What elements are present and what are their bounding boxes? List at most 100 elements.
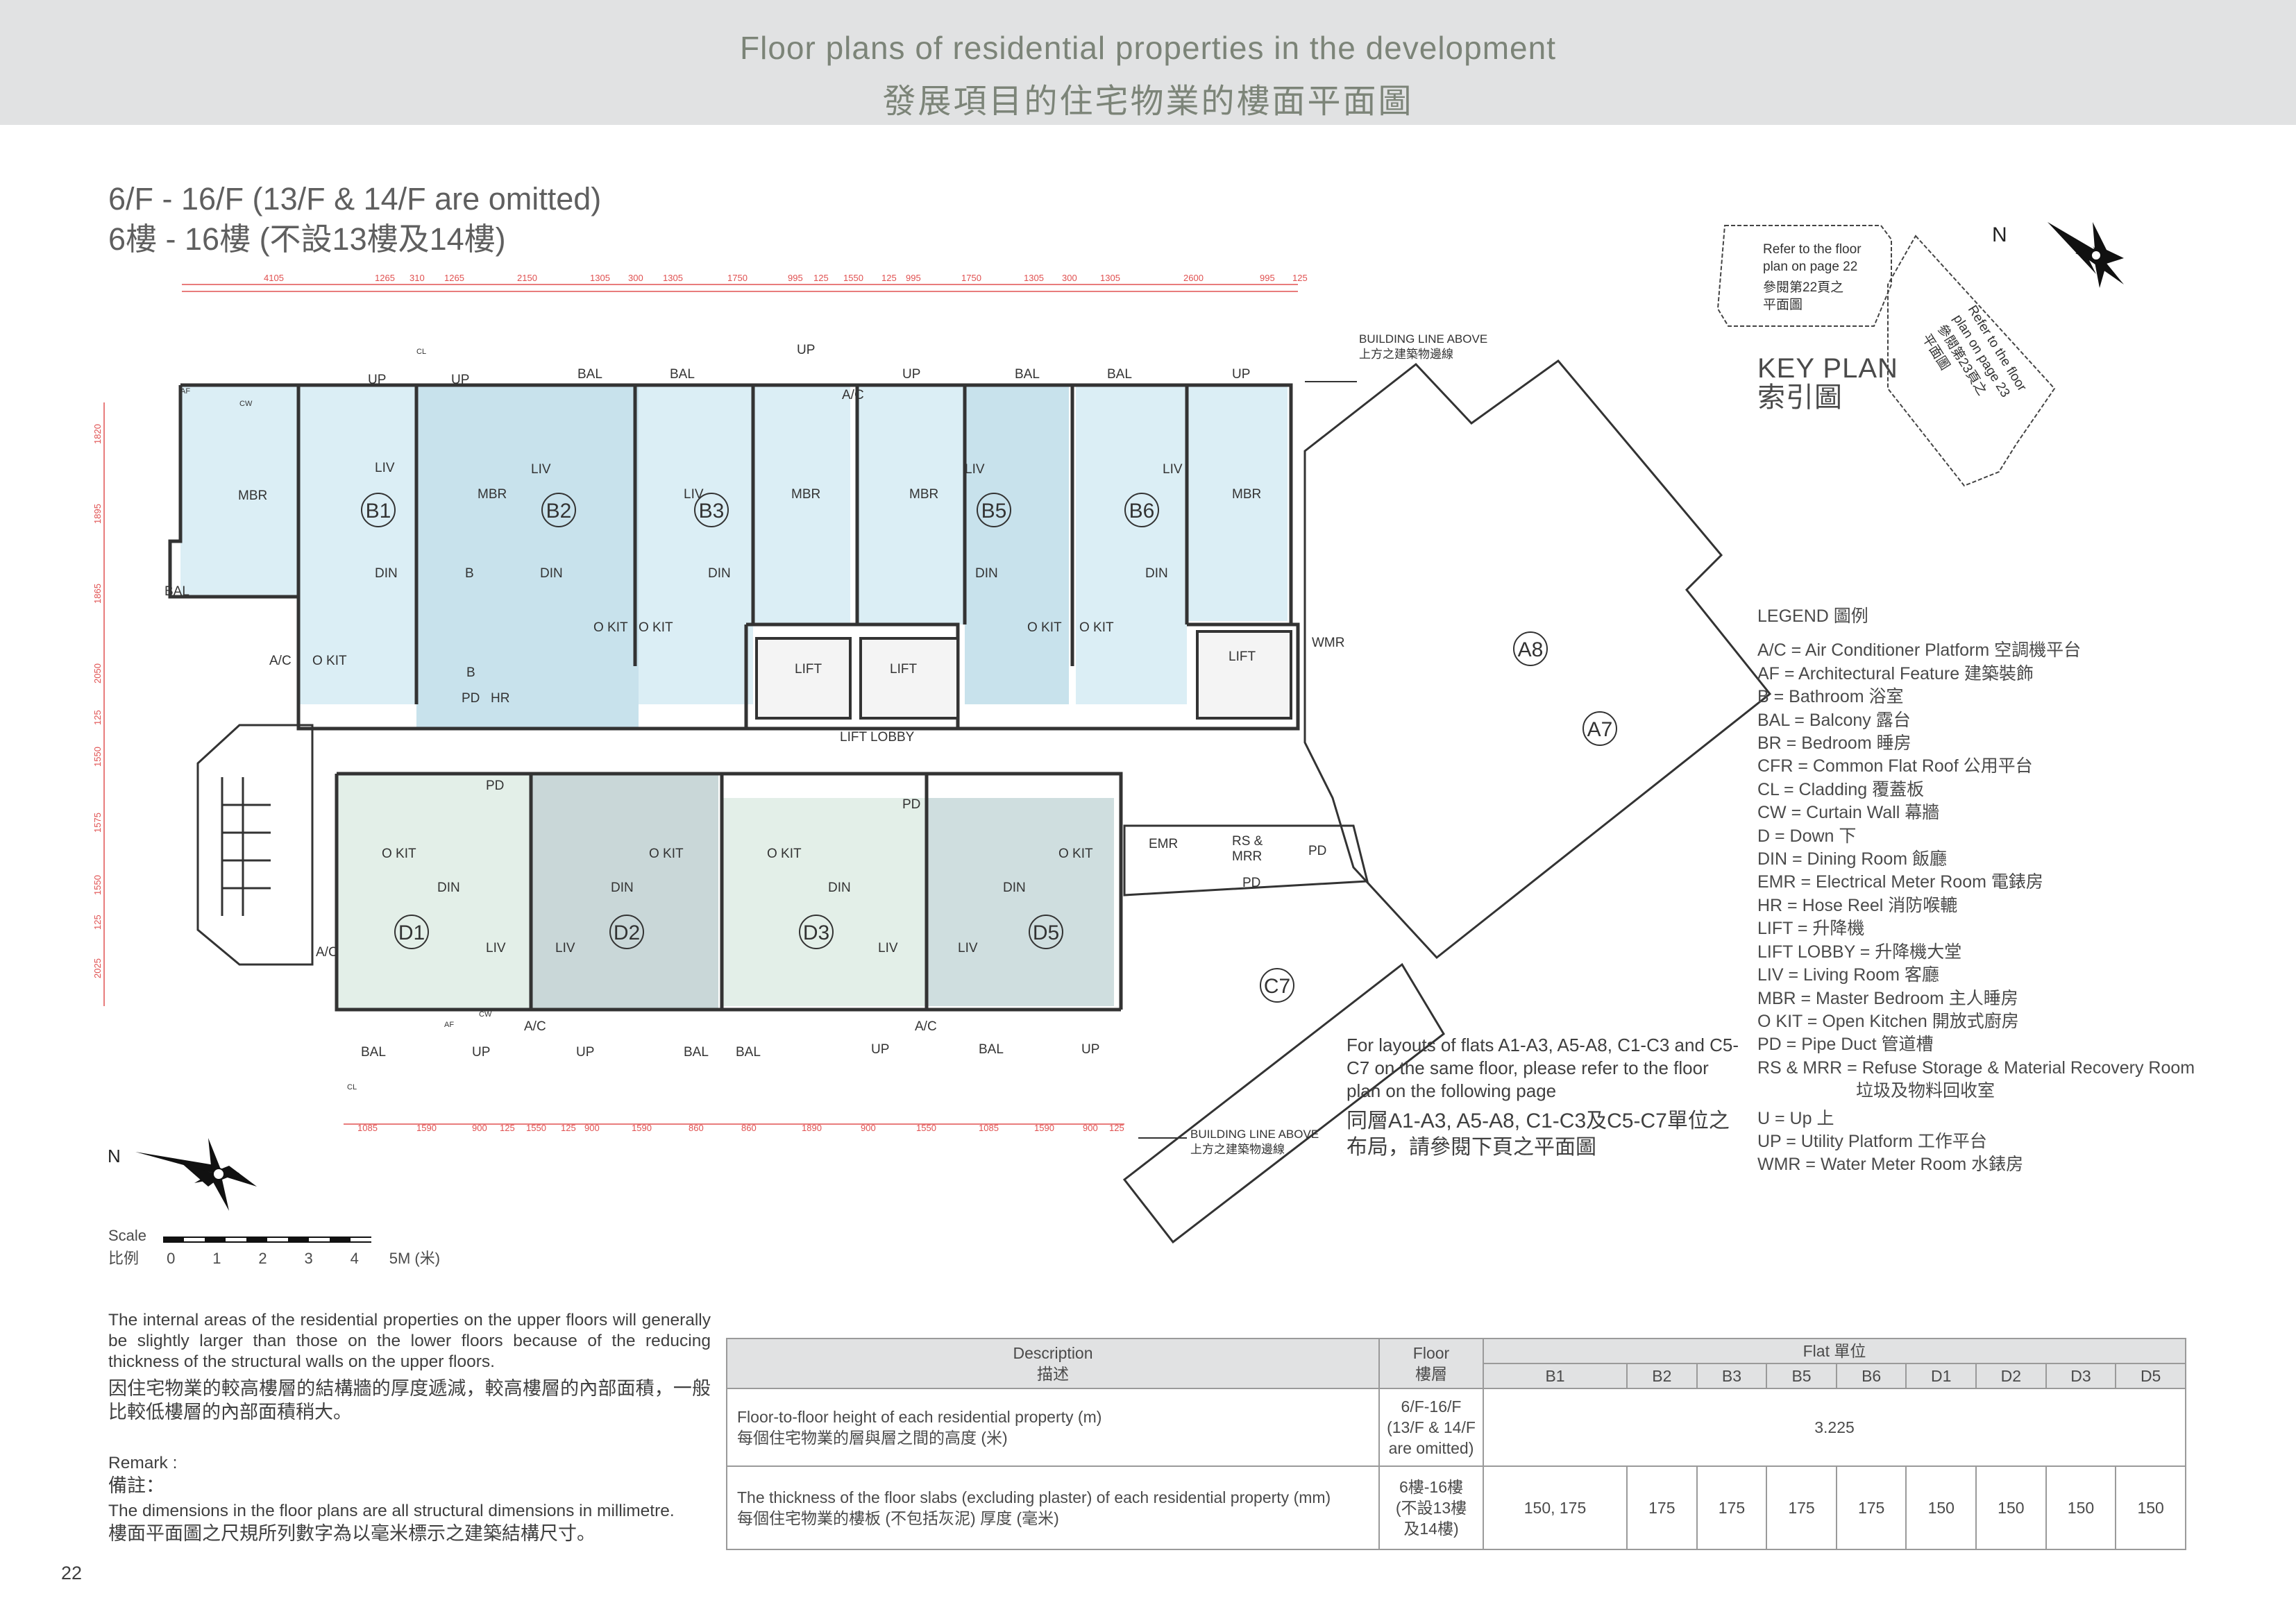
dim-label: 1550: [916, 1123, 936, 1133]
keyplan-ref22: plan on page 22: [1763, 260, 1857, 274]
dim-label: 2600: [1183, 273, 1204, 283]
table-header-row: Description 描述 Floor 樓層 Flat 單位: [726, 1338, 2186, 1389]
room-label: O KIT: [1058, 847, 1093, 861]
flat-label-b2: B2: [546, 500, 572, 522]
room-label: UP: [451, 373, 469, 387]
keyplan-ref22: 平面圖: [1763, 298, 1803, 312]
dim-label: 1305: [1100, 273, 1120, 283]
table-cell: 175: [1626, 1465, 1698, 1550]
page-title-zh: 發展項目的住宅物業的樓面平面圖: [882, 83, 1414, 120]
legend-item: LIFT = 升降機: [1757, 919, 1865, 939]
dim-label: 310: [410, 273, 425, 283]
dim-label: 4105: [264, 273, 284, 283]
dim-label: 1750: [961, 273, 981, 283]
layout-note-en: For layouts of flats A1-A3, A5-A8, C1-C3…: [1347, 1035, 1739, 1101]
room-label: O KIT: [382, 847, 416, 861]
intro-en: The internal areas of the residential pr…: [108, 1311, 711, 1371]
north-arrow-icon: N: [108, 1138, 257, 1211]
room-label: UP: [576, 1045, 594, 1060]
legend-item: BR = Bedroom 睡房: [1757, 733, 1911, 754]
table-cell: 150: [1905, 1465, 1977, 1550]
header-floor-zh: 樓層: [1415, 1365, 1447, 1383]
header-desc-en: Description: [1013, 1344, 1093, 1362]
room-label: O KIT: [1079, 620, 1114, 635]
room-label: MBR: [1232, 487, 1261, 502]
room-label: DIN: [375, 566, 398, 581]
dim-label: 125: [500, 1123, 515, 1133]
row2-floor: 及14樓): [1403, 1520, 1459, 1538]
room-label: O KIT: [649, 847, 684, 861]
row2-desc-zh: 每個住宅物業的樓板 (不包括灰泥) 厚度 (毫米): [737, 1509, 1059, 1527]
room-label: PD: [1242, 876, 1260, 890]
table-cell: 150: [2115, 1465, 2186, 1550]
legend-item: O KIT = Open Kitchen 開放式廚房: [1757, 1011, 2019, 1031]
dim-label: 1590: [1034, 1123, 1054, 1133]
dim-label: 860: [689, 1123, 704, 1133]
legend-item: 垃圾及物料回收室: [1856, 1081, 1995, 1101]
legend-item: AF = Architectural Feature 建築裝飾: [1757, 663, 2034, 683]
af-tag: AF: [180, 387, 190, 396]
room-label: MBR: [909, 487, 938, 502]
legend: LEGEND 圖例 A/C = Air Conditioner Platform…: [1757, 605, 2195, 1177]
scale-label-en: Scale: [108, 1227, 147, 1244]
room-label: PD: [1308, 844, 1326, 858]
row1-floor: are omitted): [1388, 1439, 1474, 1457]
table-flat-cell: B5: [1766, 1363, 1837, 1389]
room-label: BAL: [684, 1045, 709, 1060]
keyplan-ref22: 參閱第22頁之: [1763, 280, 1843, 295]
flat-label-b5: B5: [981, 500, 1007, 522]
flat-label-c7: C7: [1264, 975, 1290, 998]
row1-desc-zh: 每個住宅物業的層與層之間的高度 (米): [737, 1429, 1008, 1447]
table-row-floor: 6/F-16/F (13/F & 14/F are omitted): [1378, 1388, 1484, 1467]
room-label: DIN: [828, 881, 851, 895]
building-line-label-zh: 上方之建築物邊線: [1190, 1143, 1285, 1156]
room-label: LIFT LOBBY: [840, 730, 915, 745]
dim-label: 860: [741, 1123, 757, 1133]
room-label: A/C: [524, 1019, 546, 1034]
room-label: PD: [902, 797, 920, 812]
page-title-en: Floor plans of residential properties in…: [740, 30, 1556, 66]
scale-tick: 2: [258, 1250, 267, 1267]
dim-label: 1890: [802, 1123, 822, 1133]
room-labels: MBR LIV DIN BAL O KIT A/C MBR LIV DIN O …: [164, 343, 1344, 1060]
room-label: BAL: [164, 584, 189, 599]
keyplan-north-label: N: [1992, 223, 2007, 246]
scale-tick: 4: [350, 1250, 359, 1267]
legend-item: CW = Curtain Wall 幕牆: [1757, 803, 1940, 823]
remark-zh: 樓面平面圖之尺規所列數字為以毫米標示之建築結構尺寸。: [108, 1523, 596, 1544]
room-label: UP: [902, 367, 920, 382]
dim-label: 2050: [92, 663, 103, 683]
building-line-labels: BUILDING LINE ABOVE 上方之建築物邊線 BUILDING LI…: [1190, 332, 1487, 1156]
table-flat-row: B1 B2 B3 B5 B6 D1 D2 D3 D5: [727, 1363, 2186, 1389]
top-dim-labels: 4105 1265 310 1265 2150 1305 300 1305 17…: [264, 273, 1308, 283]
dim-label: 1305: [663, 273, 683, 283]
room-label: RS &: [1232, 834, 1263, 849]
dim-label: 1305: [1024, 273, 1044, 283]
header-desc-zh: 描述: [1037, 1365, 1069, 1383]
scale-tick: 1: [212, 1250, 221, 1267]
dim-label: 900: [472, 1123, 487, 1133]
dimension-lines: [103, 284, 1298, 1125]
room-label: DIN: [540, 566, 563, 581]
room-label: BAL: [670, 367, 695, 382]
room-label: BAL: [736, 1045, 761, 1060]
east-wing-outline: [1122, 359, 1772, 1244]
room-label: PD: [462, 691, 480, 706]
table-row: The thickness of the floor slabs (exclud…: [726, 1465, 2186, 1550]
feature-annotations: AF CW CL CL CW AF: [180, 348, 492, 1091]
table-row-floor: 6樓-16樓 (不設13樓 及14樓): [1378, 1465, 1484, 1550]
dim-label: 1865: [92, 584, 103, 604]
dim-label: 1550: [92, 747, 103, 767]
table-header-floor: Floor 樓層: [1378, 1338, 1484, 1389]
room-label: O KIT: [312, 654, 347, 668]
room-label: LIV: [958, 941, 978, 955]
legend-item: MBR = Master Bedroom 主人睡房: [1757, 988, 2018, 1008]
bottom-dim-labels: 1085 1590 900 125 1550 125 900 1590 860 …: [357, 1123, 1124, 1133]
layout-note: For layouts of flats A1-A3, A5-A8, C1-C3…: [1347, 1034, 1742, 1161]
flat-label-a8: A8: [1518, 638, 1544, 661]
walls: [168, 383, 1300, 1012]
keyplan-label-zh: 索引圖: [1757, 382, 1843, 413]
room-label: UP: [797, 343, 815, 357]
dim-label: 995: [788, 273, 803, 283]
dim-label: 900: [1083, 1123, 1098, 1133]
